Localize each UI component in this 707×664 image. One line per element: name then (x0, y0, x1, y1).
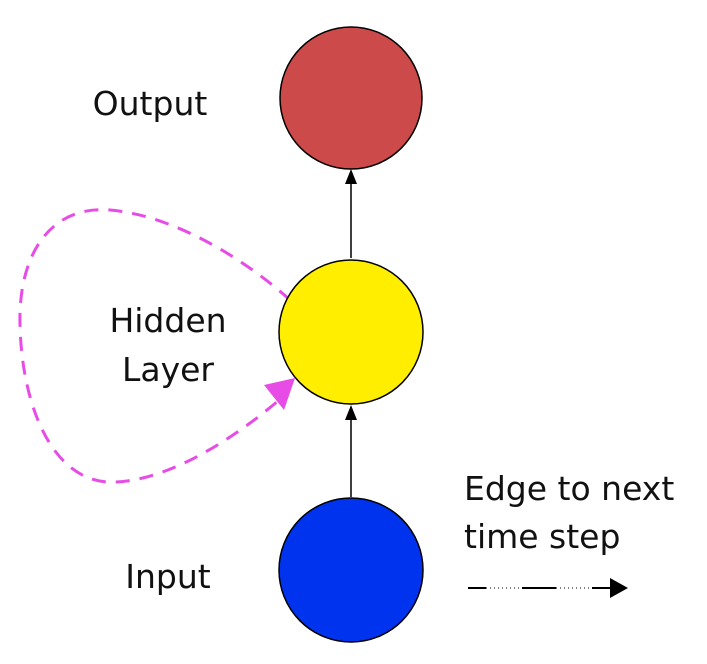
hidden-label-line1: Hidden (109, 301, 226, 340)
legend-arrowhead (610, 578, 628, 598)
hidden-node (278, 259, 424, 405)
output-label: Output (93, 84, 208, 123)
recurrent-edge (18, 208, 292, 484)
legend-text-line2: time step (464, 517, 620, 556)
input-label: Input (125, 557, 211, 596)
recurrent-edge-arrowhead (264, 378, 295, 410)
legend-text-line1: Edge to next (464, 469, 674, 508)
arrowhead-input-to-hidden (345, 405, 357, 420)
hidden-label-line2: Layer (122, 350, 214, 389)
output-node (279, 26, 423, 170)
input-node (278, 497, 424, 643)
legend-arrow (468, 578, 628, 598)
arrowhead-hidden-to-output (345, 169, 357, 184)
